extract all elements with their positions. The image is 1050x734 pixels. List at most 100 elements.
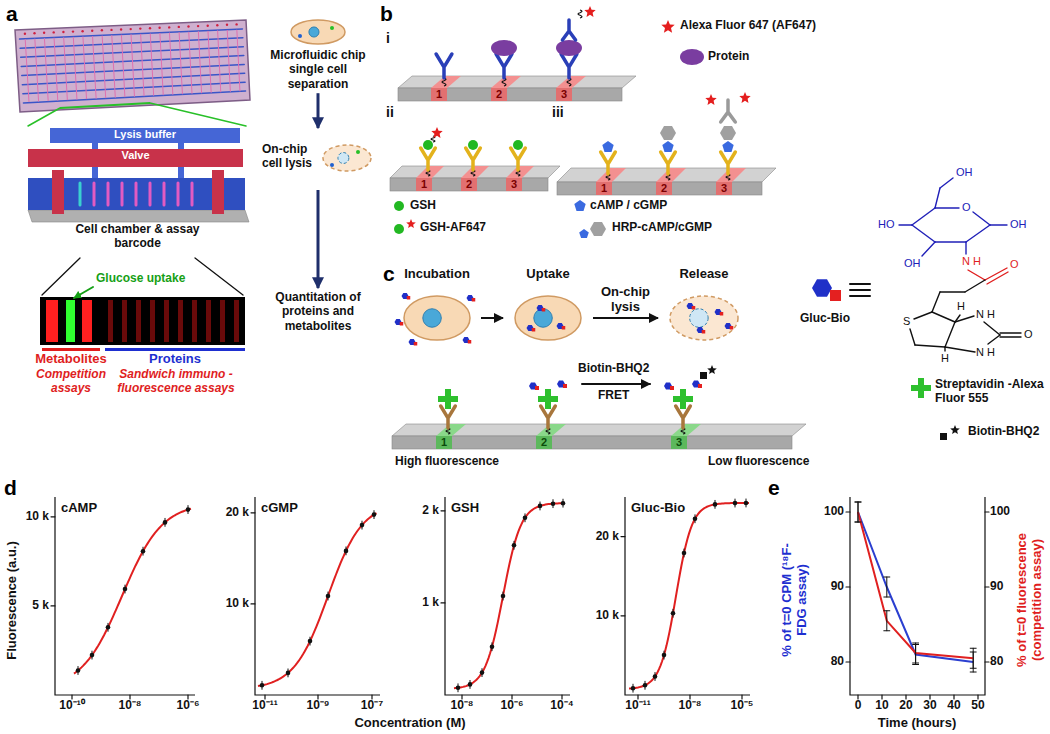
data-point xyxy=(308,639,313,644)
plot-title: GSH xyxy=(451,501,479,516)
chip-barcode xyxy=(189,32,192,93)
chip-inlet xyxy=(168,26,170,28)
biotin-mark xyxy=(468,340,472,344)
error-bar xyxy=(913,663,919,664)
data-point xyxy=(76,668,81,673)
arrow-label: On-chip lysis xyxy=(596,285,656,315)
chip-inlet xyxy=(187,25,189,27)
flow-arrow xyxy=(481,317,503,319)
tick xyxy=(985,586,989,587)
chemical-bond xyxy=(899,224,912,225)
assay-stripe xyxy=(436,424,466,436)
chemical-bond xyxy=(987,272,1008,284)
metabolite-dot xyxy=(330,26,334,30)
antibody xyxy=(721,152,736,174)
chip-inlet xyxy=(158,27,160,29)
plot-axis xyxy=(255,497,380,695)
chip-inlet xyxy=(110,29,112,31)
fluor-star xyxy=(950,425,960,434)
chemical-bond xyxy=(910,329,915,345)
assay-stripe xyxy=(716,182,732,195)
error-bar xyxy=(915,643,916,663)
assay-stripe xyxy=(656,182,672,195)
tick-label: 10⁻⁴ xyxy=(537,699,587,713)
antibody xyxy=(496,54,512,78)
glucose-mark xyxy=(812,279,832,296)
error-bar xyxy=(855,502,861,503)
streptavidin xyxy=(918,378,924,398)
assay-stripe xyxy=(506,178,522,191)
atom-label: O xyxy=(1024,328,1033,341)
data-point xyxy=(523,516,528,521)
fluor-star xyxy=(705,94,716,105)
chip-barcode xyxy=(35,39,39,101)
chip-barcode xyxy=(54,38,58,100)
state-label: High fluorescence xyxy=(395,455,499,469)
chemical-bond xyxy=(922,242,935,256)
spot-number: 2 xyxy=(496,88,502,101)
data-point xyxy=(512,543,517,548)
error-bar xyxy=(858,502,859,522)
node-text: Microfluidic chip single cell separation xyxy=(262,48,374,91)
chip-barcode xyxy=(237,30,240,91)
data-point xyxy=(490,644,495,649)
tick-label: 5 k xyxy=(9,599,49,613)
chemical-bond xyxy=(935,188,940,208)
tick-label: 10 k xyxy=(579,609,619,623)
atom-label: OH xyxy=(956,166,973,179)
assay-stripe xyxy=(656,168,686,182)
nucleus xyxy=(309,27,319,37)
camp xyxy=(574,200,585,211)
protein-band xyxy=(192,300,197,342)
data-point xyxy=(551,501,556,506)
glass-slide xyxy=(392,424,806,436)
assay-barcode xyxy=(163,183,166,205)
biotin-mark xyxy=(698,384,702,388)
biotin-mark xyxy=(562,326,566,330)
chemical-bond xyxy=(955,316,974,322)
chemical-bond xyxy=(914,312,932,319)
assay-stripe xyxy=(556,88,572,101)
streptavidin xyxy=(545,389,551,409)
assay-stripe xyxy=(596,182,612,195)
data-point xyxy=(186,507,191,512)
chip-barcode xyxy=(102,36,106,98)
panel-letter: c xyxy=(383,262,395,286)
axis-title: Fluorescence (a.u.) xyxy=(5,541,20,659)
plot-title: cGMP xyxy=(261,501,298,516)
tick-label: 10⁻⁸ xyxy=(105,699,155,713)
biotin-mark xyxy=(692,306,696,310)
metabolite-band xyxy=(46,300,58,342)
assay-stripe xyxy=(536,424,566,436)
bhq2 xyxy=(940,433,947,440)
error-bar xyxy=(886,577,887,597)
assay-stripe xyxy=(461,178,477,191)
legend-label: cAMP / cGMP xyxy=(590,199,667,213)
camp xyxy=(602,141,613,152)
tick xyxy=(441,602,445,603)
plot-axis xyxy=(850,497,985,695)
chip-barcode xyxy=(179,33,182,94)
chemical-bond xyxy=(940,178,953,188)
data-point xyxy=(123,587,128,592)
chemical-bond xyxy=(988,335,1000,344)
legend-label: Protein xyxy=(708,50,749,64)
panel-letter: b xyxy=(380,2,393,26)
error-bar xyxy=(973,648,974,668)
tick-label: 10⁻¹⁰ xyxy=(47,699,97,713)
assay-barcode xyxy=(107,183,110,205)
error-bar xyxy=(884,597,890,598)
step-label: Biotin-BHQ2 xyxy=(578,362,649,376)
chemical-bond xyxy=(932,312,955,322)
chip-barcode xyxy=(83,37,87,99)
assay-stripe xyxy=(506,166,534,178)
biotin-mark xyxy=(532,328,536,332)
hrp xyxy=(720,126,736,140)
data-point xyxy=(538,504,543,509)
data-point xyxy=(480,670,485,675)
chip-inlet xyxy=(216,24,218,26)
tick-label: 20 xyxy=(891,699,921,713)
chip-barcode xyxy=(25,39,29,101)
chemical-bond xyxy=(915,345,945,347)
